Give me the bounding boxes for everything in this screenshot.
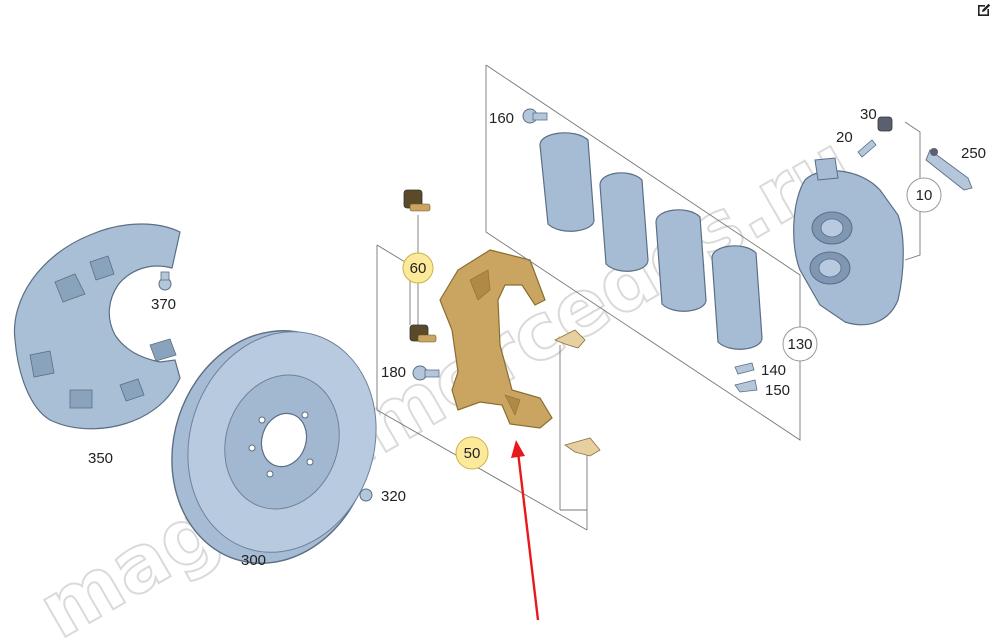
callout-300[interactable]: 300 <box>241 552 266 569</box>
clip-lower[interactable] <box>564 437 601 457</box>
callout-130[interactable]: 130 <box>782 326 818 362</box>
callout-60-label: 60 <box>410 260 427 277</box>
callout-10-label: 10 <box>916 187 933 204</box>
brake-disc[interactable] <box>142 304 404 589</box>
brake-dust-shield[interactable] <box>13 223 181 430</box>
edit-icon <box>978 3 991 16</box>
callout-180[interactable]: 180 <box>381 364 406 381</box>
bolt-60-top[interactable] <box>403 189 431 212</box>
callout-50-label: 50 <box>464 445 481 462</box>
callout-370[interactable]: 370 <box>151 296 176 313</box>
bolt-180-part[interactable] <box>412 365 440 381</box>
edit-button[interactable] <box>974 0 994 20</box>
caliper-bracket[interactable] <box>439 249 553 429</box>
callout-250[interactable]: 250 <box>961 145 986 162</box>
callout-140[interactable]: 140 <box>761 362 786 379</box>
callout-50[interactable]: 50 <box>455 436 489 470</box>
brake-pad-1[interactable] <box>539 132 595 232</box>
wear-sensor-250[interactable] <box>925 148 973 191</box>
red-pointer-arrow <box>511 440 540 621</box>
screw-320-part[interactable] <box>359 488 373 502</box>
screw-370-part[interactable] <box>158 271 172 291</box>
callout-20[interactable]: 20 <box>836 129 853 146</box>
brake-pad-3[interactable] <box>655 209 707 312</box>
part-150[interactable] <box>734 379 758 393</box>
brake-caliper[interactable] <box>793 157 904 326</box>
bracket-group-frame <box>376 215 588 531</box>
callout-60[interactable]: 60 <box>402 252 434 284</box>
callout-320[interactable]: 320 <box>381 488 406 505</box>
callout-130-label: 130 <box>787 336 812 353</box>
callout-160[interactable]: 160 <box>489 110 514 127</box>
brake-pad-2[interactable] <box>599 172 649 272</box>
pads-group-frame <box>485 64 801 441</box>
callout-30[interactable]: 30 <box>860 106 877 123</box>
bolt-60-bottom[interactable] <box>409 324 437 343</box>
bleed-screw-20[interactable] <box>857 139 877 158</box>
clip-upper[interactable] <box>554 329 586 349</box>
part-140[interactable] <box>734 362 755 375</box>
callout-10[interactable]: 10 <box>906 177 942 213</box>
callout-350[interactable]: 350 <box>88 450 113 467</box>
bleed-cap-30[interactable] <box>877 116 893 132</box>
brake-pad-4[interactable] <box>711 245 763 350</box>
bolt-160-part[interactable] <box>522 108 548 124</box>
callout-150[interactable]: 150 <box>765 382 790 399</box>
